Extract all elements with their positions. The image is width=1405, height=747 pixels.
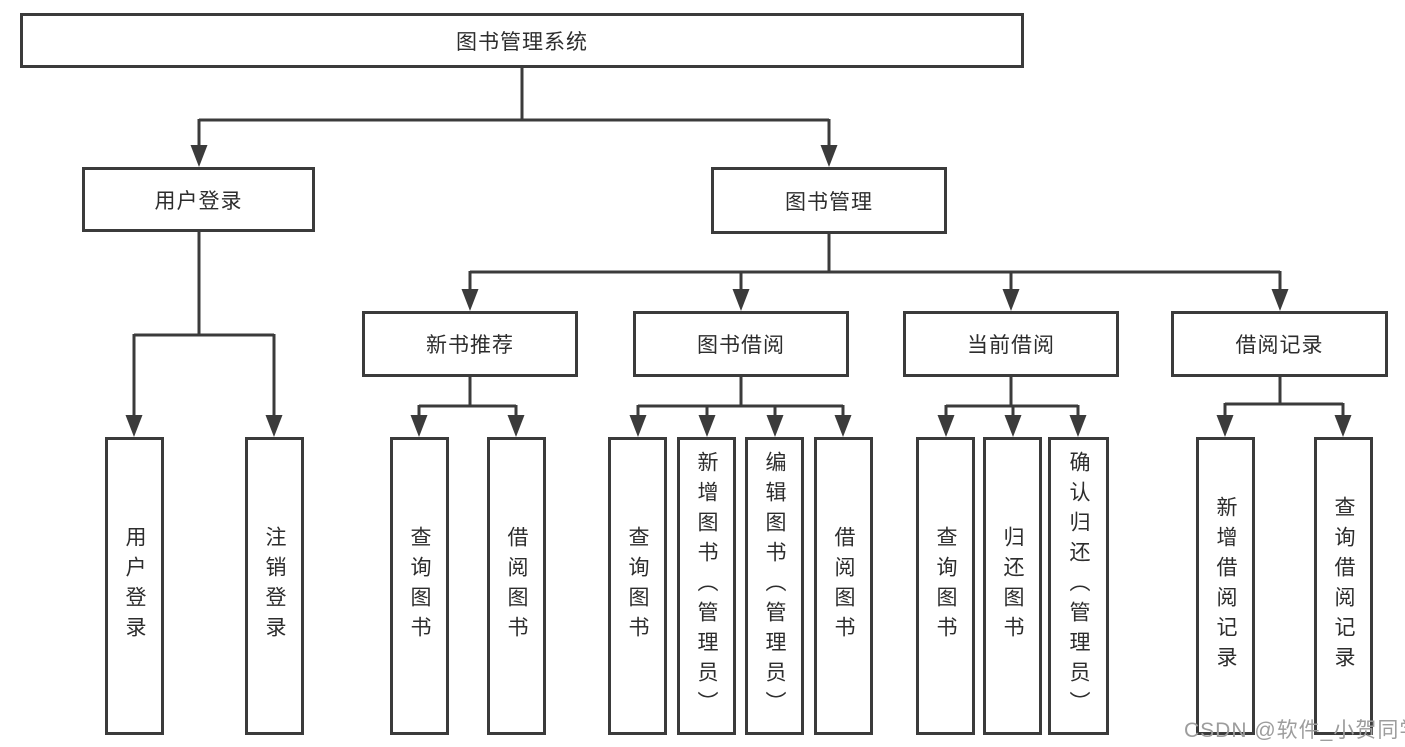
node-label: 借阅图书	[832, 526, 855, 646]
node-user-login: 用户登录	[82, 167, 315, 232]
node-current-borrowing: 当前借阅	[903, 311, 1119, 377]
node-book-borrowing: 图书借阅	[633, 311, 849, 377]
node-label: 当前借阅	[967, 334, 1055, 357]
node-borrowing-records: 借阅记录	[1171, 311, 1388, 377]
leaf-bb-edit-books-admin: 编辑图书（管理员）	[745, 437, 804, 735]
node-label: 查询图书	[626, 526, 649, 646]
node-label: 图书管理系统	[456, 30, 588, 54]
leaf-rec-query-record: 查询借阅记录	[1314, 437, 1373, 735]
node-book-management: 图书管理	[711, 167, 947, 234]
node-label: 图书借阅	[697, 334, 785, 357]
leaf-rec-add-record: 新增借阅记录	[1196, 437, 1255, 735]
node-root-library-system: 图书管理系统	[20, 13, 1024, 68]
node-label: 新增图书（管理员）	[695, 451, 718, 721]
node-label: 确认归还（管理员）	[1067, 451, 1090, 721]
node-label: 用户登录	[154, 189, 243, 213]
node-label: 图书管理	[785, 190, 873, 214]
leaf-cb-return-books: 归还图书	[983, 437, 1042, 735]
node-label: 用户登录	[123, 526, 146, 646]
node-new-book-recommend: 新书推荐	[362, 311, 578, 377]
leaf-cb-query-books: 查询图书	[916, 437, 975, 735]
node-label: 归还图书	[1001, 526, 1024, 646]
csdn-watermark: CSDN @软件_小贺同学	[1184, 719, 1405, 742]
leaf-bb-query-books: 查询图书	[608, 437, 667, 735]
node-label: 查询图书	[934, 526, 957, 646]
leaf-nb-borrow-books: 借阅图书	[487, 437, 546, 735]
node-label: 新增借阅记录	[1214, 496, 1237, 676]
leaf-bb-add-books-admin: 新增图书（管理员）	[677, 437, 736, 735]
node-label: 编辑图书（管理员）	[763, 451, 786, 721]
leaf-bb-borrow-books: 借阅图书	[814, 437, 873, 735]
leaf-nb-query-books: 查询图书	[390, 437, 449, 735]
node-label: 查询图书	[408, 526, 431, 646]
node-label: 注销登录	[263, 526, 286, 646]
node-label: 新书推荐	[426, 334, 514, 357]
node-label: 查询借阅记录	[1332, 496, 1355, 676]
node-label: 借阅图书	[505, 526, 528, 646]
leaf-cb-confirm-return-admin: 确认归还（管理员）	[1048, 437, 1109, 735]
node-label: 借阅记录	[1235, 334, 1324, 357]
leaf-user-login: 用户登录	[105, 437, 164, 735]
leaf-logout: 注销登录	[245, 437, 304, 735]
